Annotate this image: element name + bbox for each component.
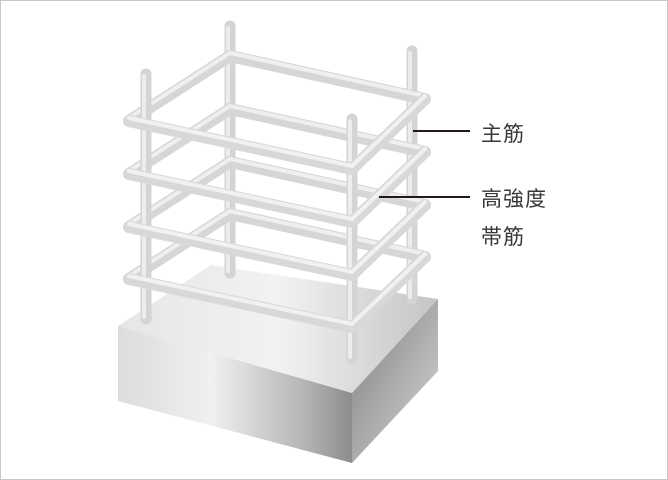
main-rebar-label: 主筋 <box>481 122 525 146</box>
hoop-label-line1: 高強度 <box>481 187 547 211</box>
rebar-cage <box>123 20 431 365</box>
hoop-rebar <box>123 49 431 285</box>
hoop-label-line2: 帯筋 <box>481 225 525 249</box>
